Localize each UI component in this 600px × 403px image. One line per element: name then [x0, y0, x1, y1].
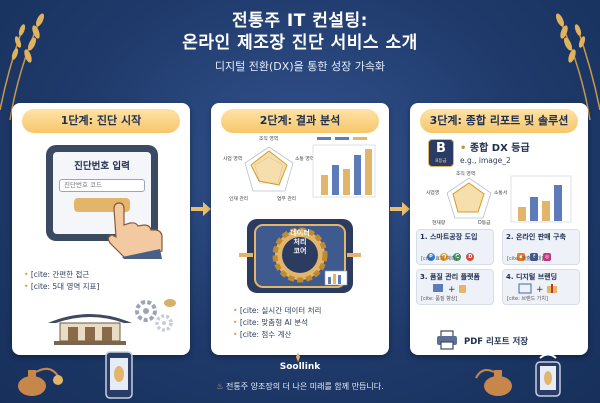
- step-3-card: 3단계: 종합 리포트 및 솔루션 B B등급 • 종합 DX 등급 e.g.,…: [410, 103, 588, 355]
- page-subtitle: 디지털 전환(DX)을 통한 성장 가속화: [214, 60, 386, 73]
- core-label: 데이터 처리 코어: [290, 229, 310, 255]
- svg-text:+: +: [536, 285, 544, 294]
- smart-factory-icons: P O C D: [427, 243, 475, 262]
- solution-digital-branding: 4. 디지털 브랜딩 + [cite: 브랜드 가치]: [502, 269, 580, 305]
- step-1-title: 1단계: 진단 시작: [22, 109, 180, 133]
- bar-chart-icon: [510, 175, 572, 223]
- radar-label: 소통 영역: [295, 157, 315, 162]
- solution-title: 2. 온라인 판매 구축: [506, 233, 566, 241]
- radar-label: 현재량: [432, 221, 446, 226]
- pdf-report-label: PDF 리포트 저장: [464, 337, 529, 347]
- step-1-card: 1단계: 진단 시작 진단번호 입력 [cite: 간편한 접근 [cite: …: [12, 103, 190, 355]
- solution-title: 4. 디지털 브랜딩: [506, 273, 558, 281]
- radar-label: D등급: [478, 221, 491, 226]
- data-processing-core-icon: [239, 219, 361, 293]
- screen-title: 진단번호 입력: [74, 161, 130, 172]
- title-line-2: 온라인 제조장 진단 서비스 소개: [182, 33, 418, 53]
- grade-example: e.g., image_2: [460, 156, 511, 165]
- footer-tagline: ♨ 전통주 양조장의 더 나은 미래를 함께 만듭니다.: [216, 382, 384, 391]
- quality-icons: +: [433, 284, 466, 294]
- p-circle-icon: P: [427, 253, 435, 261]
- radar-label: 인재 관리: [229, 197, 249, 202]
- brand-name: Soollink: [279, 362, 321, 372]
- grade-title: • 종합 DX 등급: [460, 143, 530, 154]
- radar-label: 사업영: [426, 191, 440, 196]
- brewing-still-icon: [18, 367, 63, 396]
- printer-icon: [437, 330, 457, 350]
- sake-bottle-icon: ♨: [216, 382, 224, 391]
- title-line-1: 전통주 IT 컨설팅:: [232, 11, 368, 31]
- header: 전통주 IT 컨설팅: 온라인 제조장 진단 서비스 소개 디지털 전환(DX)…: [0, 10, 600, 74]
- hanok-house-icon: [48, 314, 132, 345]
- arrow-right-icon: [390, 202, 410, 216]
- solution-quality-platform: 3. 품질 관리 플랫폼 + [cite: 품질 향상]: [416, 269, 494, 305]
- gears-icon: [135, 299, 176, 332]
- grade-badge: B B등급: [428, 139, 454, 167]
- tablet-illustration: 진단번호 입력: [46, 145, 158, 241]
- solution-cite: [cite: 브랜드 가치]: [507, 296, 548, 302]
- radar-label: 조직 영역: [456, 172, 476, 177]
- step-3-title: 3단계: 종합 리포트 및 솔루션: [420, 109, 578, 133]
- radar-chart-icon: [446, 177, 492, 219]
- grade-heading: • 종합 DX 등급 e.g., image_2: [460, 139, 530, 165]
- radar-label: 소통서: [494, 191, 508, 196]
- facebook-icon: f: [530, 253, 539, 261]
- solution-cite: [cite: 품질 향상]: [421, 296, 458, 302]
- grade-sub: B등급: [435, 159, 447, 164]
- instagram-icon: ◎: [543, 253, 552, 261]
- brewing-still-icon: [475, 369, 512, 396]
- step-2-title: 2단계: 결과 분석: [221, 109, 379, 133]
- pdf-report-save[interactable]: PDF 리포트 저장: [436, 330, 528, 354]
- shopping-cart-icon: ▪: [517, 253, 525, 261]
- solution-title: 3. 품질 관리 플랫폼: [420, 273, 480, 281]
- page-title: 전통주 IT 컨설팅: 온라인 제조장 진단 서비스 소개: [0, 10, 600, 54]
- social-icons: ▪ f ◎: [517, 243, 552, 262]
- diagnosis-code-input[interactable]: [59, 178, 145, 192]
- bullet-item: [cite: 점수 계산: [233, 329, 321, 341]
- arrow-right-icon: [191, 202, 211, 216]
- step-2-bullets: [cite: 실시간 데이터 처리 [cite: 맞춤형 AI 분석 [cite…: [233, 305, 322, 341]
- smartphone-wifi-icon: [535, 348, 561, 397]
- radar-chart-icon: [244, 146, 294, 192]
- o-circle-icon: O: [440, 253, 449, 261]
- svg-text:+: +: [448, 285, 456, 294]
- bar-chart-icon: [312, 137, 376, 198]
- solution-title: 1. 스마트공장 도입: [420, 233, 478, 241]
- solution-cite: [cite: 효과 예측]: [421, 256, 458, 262]
- wheat-decoration-right: [555, 13, 600, 120]
- radar-label: 업무 관리: [277, 197, 297, 202]
- radar-label: 사업 영역: [223, 157, 243, 162]
- hand-pointer-icon: [107, 202, 163, 259]
- solution-smart-factory: 1. 스마트공장 도입 P O C D [cite: 효과 예측]: [416, 229, 494, 265]
- grade-letter: B: [436, 141, 446, 156]
- wheat-decoration-left: [0, 13, 45, 120]
- c-circle-icon: C: [453, 253, 462, 261]
- bullet-item: [cite: 5대 영역 지표]: [24, 281, 100, 293]
- step-2-card: 2단계: 결과 분석 조직 영역 사업 영역 소통 영역 인재 관리 업무 관리…: [211, 103, 389, 355]
- bullet-item: [cite: 맞춤형 AI 분석: [233, 317, 321, 329]
- radar-label: 조직 영역: [259, 137, 279, 142]
- smartphone-icon: [105, 351, 133, 399]
- d-circle-icon: D: [466, 253, 475, 261]
- bullet-item: [cite: 실시간 데이터 처리: [233, 305, 322, 317]
- step-1-bullets: [cite: 간편한 접근 [cite: 5대 영역 지표]: [24, 269, 100, 293]
- tablet-screen: 진단번호 입력: [53, 152, 151, 234]
- branding-icons: +: [518, 283, 557, 294]
- soollink-logo-icon: [296, 352, 300, 362]
- solution-cite: [cite: 매출 증대]: [507, 256, 544, 262]
- solution-online-sales: 2. 온라인 판매 구축 ▪ f ◎ [cite: 매출 증대]: [502, 229, 580, 265]
- bullet-item: [cite: 간편한 접근: [24, 269, 99, 281]
